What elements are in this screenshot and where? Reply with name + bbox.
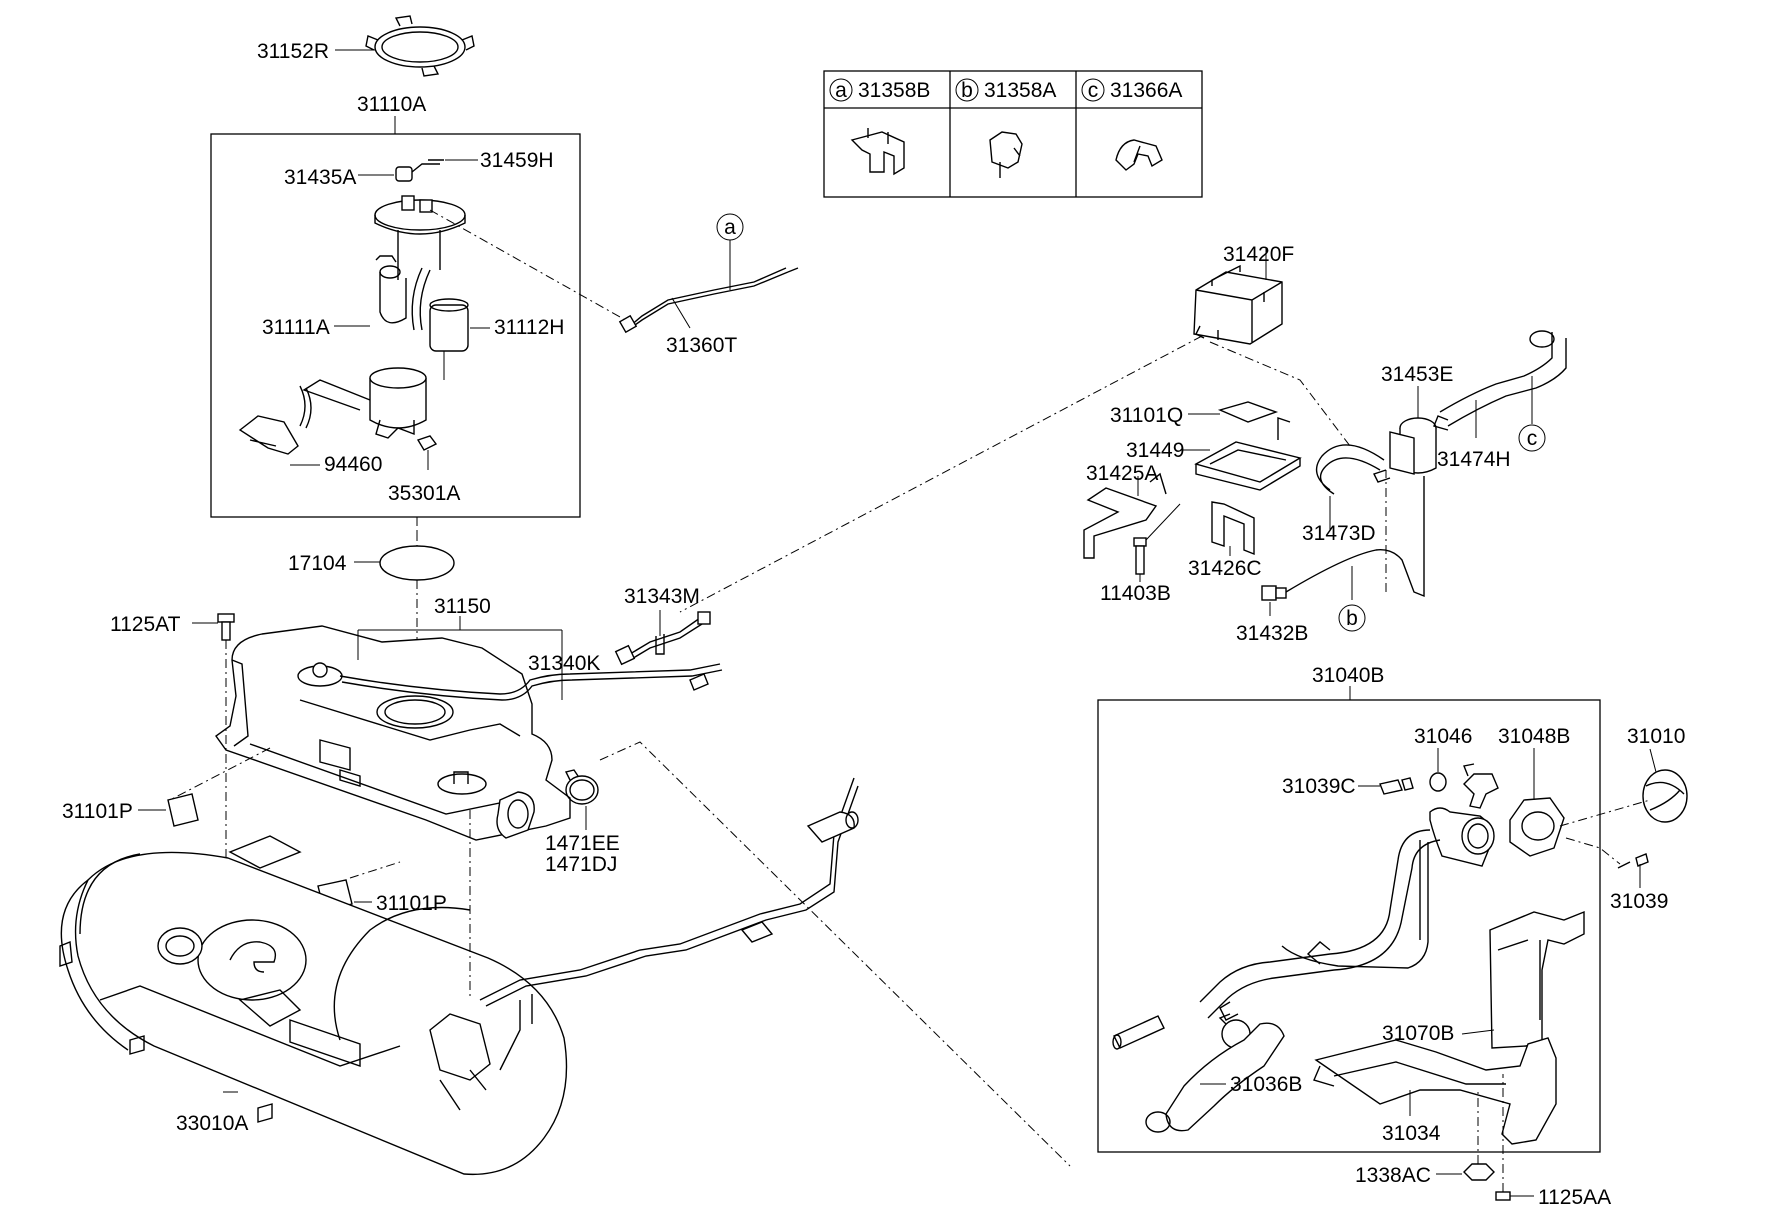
label-31040B: 31040B — [1312, 664, 1384, 687]
bracket-31449 — [1180, 417, 1302, 491]
label-31152R: 31152R — [257, 40, 329, 63]
legend-code-c: 31366A — [1110, 79, 1182, 102]
label-31340K: 31340K — [528, 652, 600, 675]
legend-item-a: a 31358B — [829, 78, 930, 176]
label-1125AA: 1125AA — [1538, 1186, 1611, 1209]
label-1125AT: 1125AT — [110, 613, 181, 636]
callout-c-group: c — [1518, 376, 1546, 452]
legend-item-b: b 31358A — [955, 78, 1056, 178]
label-17104: 17104 — [288, 552, 347, 575]
label-31453E: 31453E — [1381, 363, 1453, 386]
label-31048B: 31048B — [1498, 725, 1570, 748]
label-33010A: 33010A — [176, 1112, 248, 1135]
label-31150: 31150 — [434, 595, 491, 618]
legend-code-b: 31358A — [984, 79, 1056, 102]
hose-31473D — [1315, 444, 1385, 530]
callout-c: c — [1527, 427, 1538, 450]
bracket-31426C — [1211, 501, 1255, 556]
harness-31360T: a — [618, 213, 799, 334]
label-1471DJ: 1471DJ — [545, 853, 617, 876]
label-31039C: 31039C — [1282, 775, 1356, 798]
tank-lower-33010A — [59, 777, 859, 1176]
label-31036B: 31036B — [1230, 1073, 1302, 1096]
label-31459H: 31459H — [480, 149, 554, 172]
label-1471EE: 1471EE — [545, 832, 620, 855]
label-35301A: 35301A — [388, 482, 460, 505]
label-31010: 31010 — [1627, 725, 1685, 748]
filler-neck-box — [1097, 686, 1601, 1153]
label-31425A: 31425A — [1086, 462, 1158, 485]
valve-31453E — [1373, 386, 1437, 483]
label-31039: 31039 — [1610, 890, 1668, 913]
fuel-line-31340K — [339, 663, 723, 701]
label-31101Q: 31101Q — [1110, 404, 1183, 427]
label-31435A: 31435A — [284, 166, 356, 189]
legend-table: a 31358B b 31358A c 31366A — [823, 70, 1203, 198]
callout-a: a — [724, 216, 736, 239]
callout-b: b — [1346, 607, 1358, 630]
clamp-1471EE — [564, 741, 1071, 1167]
harness-31343M — [614, 610, 711, 666]
label-31474H: 31474H — [1437, 448, 1511, 471]
label-31449: 31449 — [1126, 439, 1184, 462]
label-1338AC: 1338AC — [1355, 1164, 1431, 1187]
pad-31101P-a — [138, 793, 199, 827]
label-31046: 31046 — [1414, 725, 1472, 748]
canister-31420F — [679, 248, 1351, 613]
filter-pad-31101Q — [1188, 401, 1279, 423]
label-31360T: 31360T — [666, 334, 737, 357]
label-11403B: 11403B — [1100, 582, 1171, 605]
legend-letter-a: a — [835, 79, 847, 102]
tank-upper-31150 — [169, 625, 571, 841]
hose-31474H — [1433, 330, 1567, 438]
bracket-31425A — [1083, 472, 1167, 559]
legend-letter-b: b — [961, 79, 973, 102]
label-31034: 31034 — [1382, 1122, 1441, 1145]
label-31110A: 31110A — [357, 93, 426, 116]
label-31101P-b: 31101P — [376, 892, 447, 915]
legend-letter-c: c — [1088, 79, 1099, 102]
label-31473D: 31473D — [1302, 522, 1376, 545]
label-31432B: 31432B — [1236, 622, 1308, 645]
filler-parts — [1112, 748, 1688, 1201]
label-31420F: 31420F — [1223, 243, 1294, 266]
legend-item-c: c 31366A — [1081, 78, 1182, 171]
label-31343M: 31343M — [624, 585, 700, 608]
label-31101P-a: 31101P — [62, 800, 133, 823]
fuel-pump-assembly — [238, 159, 637, 470]
lock-ring-31152R: 31152R — [257, 15, 475, 77]
label-31070B: 31070B — [1382, 1022, 1454, 1045]
connector-31432B: b — [1261, 470, 1425, 632]
label-94460: 94460 — [324, 453, 382, 476]
legend-code-a: 31358B — [858, 79, 930, 102]
label-31426C: 31426C — [1188, 557, 1262, 580]
label-31112H: 31112H — [494, 316, 564, 339]
bolt-11403B — [1133, 503, 1181, 582]
label-31111A: 31111A — [262, 316, 330, 339]
